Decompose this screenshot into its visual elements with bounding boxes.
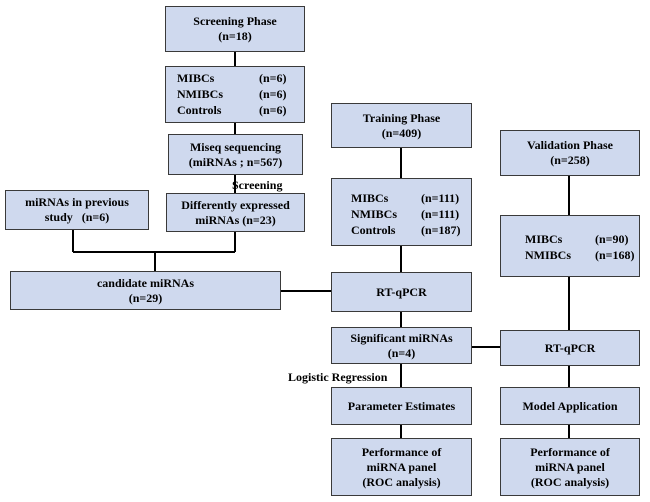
group-name: Controls (177, 103, 222, 117)
differential-count: miRNAs (n=23) (195, 212, 276, 227)
validation-rtqpcr-label: RT-qPCR (544, 340, 596, 355)
group-name: NMIBCs (351, 207, 398, 221)
screening-phase-count: (n=18) (218, 29, 252, 43)
group-name: MIBCs (177, 71, 215, 85)
group-count: (n=6) (259, 87, 287, 101)
performance-line3: (ROC analysis) (362, 474, 441, 489)
training-phase-count: (n=409) (381, 125, 422, 140)
validation-phase-title: Validation Phase (527, 138, 613, 152)
differential-expression-box: Differently expressed miRNAs (n=23) (166, 193, 305, 232)
group-name: MIBCs (525, 232, 563, 246)
significant-label: Significant miRNAs (350, 330, 453, 345)
group-name: NMIBCs (177, 87, 224, 101)
training-groups-box: MIBCs (n=111) NMIBCs (n=111) Controls (n… (331, 178, 472, 246)
parameter-estimates-box: Parameter Estimates (331, 387, 472, 425)
significant-mirnas-box: Significant miRNAs (n=4) (331, 327, 472, 364)
validation-phase-box: Validation Phase (n=258) (500, 130, 640, 176)
previous-study-box: miRNAs in previous study (n=6) (5, 190, 149, 230)
candidate-mirnas-box: candidate miRNAs (n=29) (10, 271, 281, 310)
group-count: (n=168) (595, 248, 635, 262)
performance-line1: Performance of (361, 444, 442, 459)
validation-groups-box: MIBCs (n=90) NMIBCs (n=168) (500, 215, 640, 277)
group-count: (n=187) (421, 223, 461, 237)
sequencing-count: (miRNAs ; n=567) (188, 154, 283, 169)
group-name: MIBCs (351, 191, 389, 205)
group-count: (n=6) (259, 71, 287, 85)
training-phase-box: Training Phase (n=409) (331, 103, 472, 148)
group-count: (n=90) (595, 232, 629, 246)
group-count: (n=6) (259, 103, 287, 117)
candidate-count: (n=29) (128, 290, 163, 305)
group-name: NMIBCs (525, 248, 572, 262)
logistic-regression-label: Logistic Regression (288, 370, 388, 384)
training-rtqpcr-label: RT-qPCR (376, 284, 427, 299)
screening-phase-title: Screening Phase (193, 14, 277, 28)
parameter-estimates-label: Parameter Estimates (347, 398, 456, 413)
sequencing-label: Miseq sequencing (189, 139, 281, 154)
differential-label: Differently expressed (181, 197, 290, 212)
validation-rtqpcr-box: RT-qPCR (500, 330, 640, 366)
model-application-label: Model Application (522, 398, 618, 413)
model-application-box: Model Application (500, 387, 640, 425)
group-count: (n=111) (421, 191, 460, 205)
group-count: (n=111) (421, 207, 460, 221)
group-name: Controls (351, 223, 396, 237)
candidate-label: candidate miRNAs (96, 275, 194, 290)
training-phase-title: Training Phase (362, 110, 441, 125)
validation-phase-count: (n=258) (550, 153, 590, 167)
previous-study-line2: study (n=6) (44, 210, 110, 224)
performance-line3: (ROC analysis) (530, 474, 610, 489)
screening-groups-box: MIBCs (n=6) NMIBCs (n=6) Controls (n=6) (165, 66, 305, 123)
validation-performance-box: Performance of miRNA panel (ROC analysis… (500, 438, 640, 496)
performance-line2: miRNA panel (366, 459, 437, 474)
training-performance-box: Performance of miRNA panel (ROC analysis… (331, 438, 472, 496)
sequencing-box: Miseq sequencing (miRNAs ; n=567) (168, 134, 303, 175)
training-rtqpcr-box: RT-qPCR (331, 272, 472, 312)
screening-phase-box: Screening Phase (n=18) (165, 6, 305, 52)
performance-line2: miRNA panel (535, 459, 605, 474)
significant-count: (n=4) (387, 345, 416, 360)
performance-line1: Performance of (530, 444, 610, 459)
previous-study-line1: miRNAs in previous (25, 195, 129, 209)
screening-label: Screening (232, 178, 283, 192)
